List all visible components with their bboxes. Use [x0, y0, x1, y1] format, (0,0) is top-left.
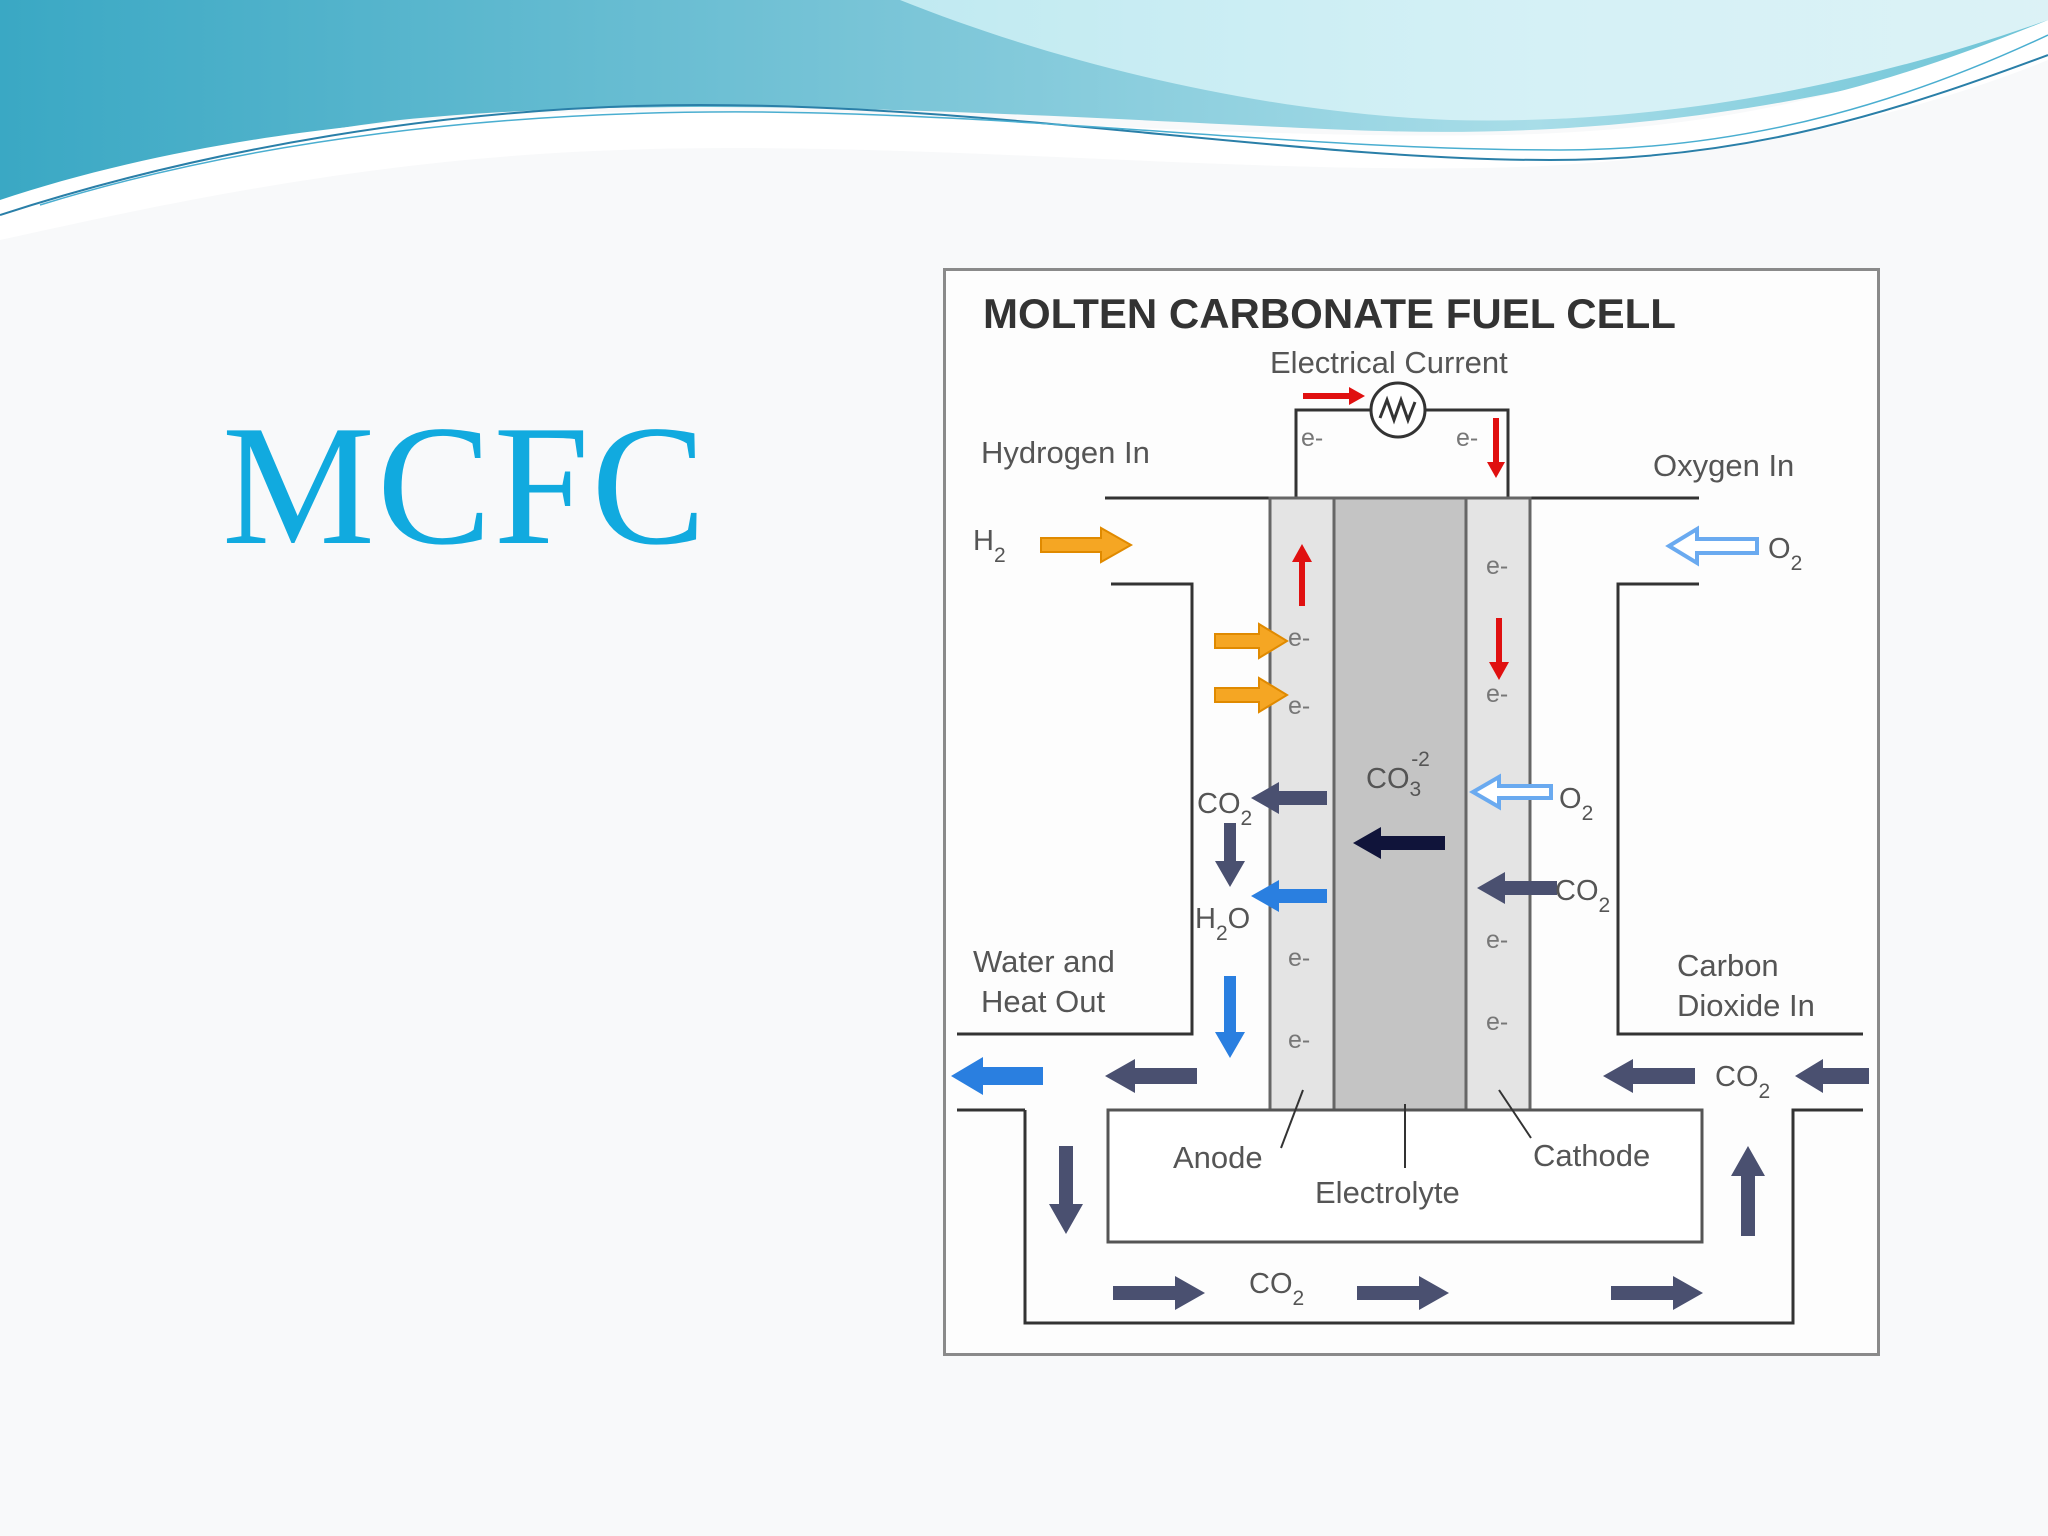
co2-inlet-label: CO2 — [1715, 1061, 1770, 1103]
anode-h2o-label: H2O — [1195, 903, 1250, 945]
anode-electron-3: e- — [1288, 944, 1310, 972]
cathode-o2-label: O2 — [1559, 783, 1593, 825]
co2-anode-down-arrow — [1215, 823, 1245, 887]
electrical-current-label: Electrical Current — [1270, 345, 1508, 380]
cathode-leader-line — [1498, 1089, 1532, 1139]
external-circuit-wire — [1294, 408, 1510, 498]
loop-right-arrow-3 — [1611, 1276, 1703, 1310]
loop-right-arrow-1 — [1113, 1276, 1205, 1310]
loop-down-arrow — [1049, 1146, 1083, 1234]
h2-arrow-1 — [1214, 622, 1289, 660]
cathode-electron-2: e- — [1486, 680, 1508, 708]
loop-right-arrow-2 — [1357, 1276, 1449, 1310]
water-heat-out-label-1: Water and — [973, 944, 1115, 979]
slide-title: MCFC — [222, 391, 709, 581]
cathode-co2-label: CO2 — [1555, 875, 1610, 917]
current-arrow-right — [1303, 387, 1365, 405]
h2o-anode-out-arrow — [1251, 880, 1327, 912]
o2-cathode-arrow — [1468, 773, 1553, 811]
carbonate-migration-arrow — [1353, 827, 1445, 859]
hydrogen-in-label: Hydrogen In — [981, 435, 1150, 470]
co2-inlet-arrow-left — [1603, 1059, 1695, 1093]
electrolyte-layer — [1332, 496, 1468, 1112]
electrolyte-label: Electrolyte — [1315, 1175, 1460, 1210]
h2-inlet-arrow — [1040, 526, 1134, 564]
loop-up-arrow — [1731, 1146, 1765, 1236]
co2-anode-out-arrow — [1251, 782, 1327, 814]
anode-electron-1: e- — [1288, 624, 1310, 652]
header-wave-banner — [0, 0, 2048, 240]
water-heat-outlet-arrow — [951, 1057, 1043, 1095]
cathode-electron-1: e- — [1486, 552, 1508, 580]
current-arrow-down — [1487, 418, 1505, 478]
mcfc-diagram: MOLTEN CARBONATE FUEL CELL Electrical Cu… — [943, 268, 1880, 1356]
resistor-zigzag-icon — [1378, 395, 1417, 425]
o2-inlet-label: O2 — [1768, 533, 1802, 575]
cathode-electron-down-arrow — [1489, 618, 1509, 680]
anode-leader-line — [1280, 1089, 1304, 1149]
oxygen-in-label: Oxygen In — [1653, 448, 1794, 483]
h2-inlet-label: H2 — [973, 525, 1006, 567]
anode-label: Anode — [1173, 1140, 1263, 1175]
anode-electron-up-arrow — [1292, 544, 1312, 606]
wave-thin-line-2 — [39, 34, 2048, 206]
co2-inlet-arrow-right — [1795, 1059, 1869, 1093]
h2o-down-arrow — [1215, 976, 1245, 1058]
water-heat-out-label-2: Heat Out — [981, 984, 1105, 1019]
o2-inlet-arrow — [1665, 525, 1759, 567]
cathode-electron-3: e- — [1486, 926, 1508, 954]
carbon-dioxide-in-label-1: Carbon — [1677, 948, 1779, 983]
diagram-title: MOLTEN CARBONATE FUEL CELL — [983, 290, 1676, 337]
cathode-channel-wall — [1616, 582, 1863, 1036]
anode-co2-label: CO2 — [1197, 788, 1252, 830]
co2-outlet-arrow — [1105, 1059, 1197, 1093]
co2-recirculation-loop — [1023, 1108, 1863, 1325]
circuit-electron-left: e- — [1301, 424, 1323, 452]
anode-electron-4: e- — [1288, 1026, 1310, 1054]
carbon-dioxide-in-label-2: Dioxide In — [1677, 988, 1815, 1023]
co2-loop-label: CO2 — [1249, 1268, 1304, 1310]
h2-arrow-2 — [1214, 676, 1289, 714]
anode-electron-2: e- — [1288, 692, 1310, 720]
cathode-label: Cathode — [1533, 1138, 1650, 1173]
cathode-electron-4: e- — [1486, 1008, 1508, 1036]
circuit-electron-right: e- — [1456, 424, 1478, 452]
wave-band-light — [900, 0, 2048, 121]
co2-cathode-arrow — [1477, 872, 1557, 904]
anode-channel-wall — [957, 582, 1194, 1036]
carbonate-ion-label: CO3-2 — [1366, 748, 1430, 801]
wave-band-white — [0, 20, 2048, 240]
